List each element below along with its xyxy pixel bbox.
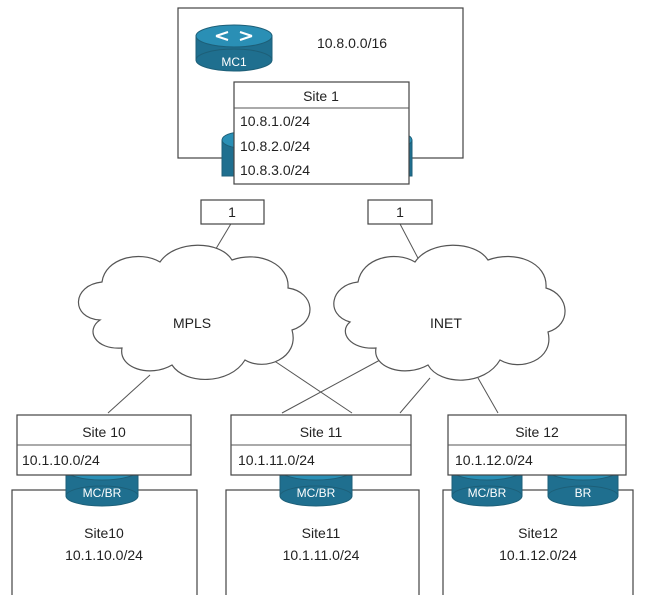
site-10-title: Site 10 (82, 424, 126, 440)
site-11-router-label: MC/BR (297, 486, 336, 500)
site-12-title: Site 12 (515, 424, 559, 440)
mc1-router-label: MC1 (221, 55, 247, 69)
site-12-region (442, 489, 634, 595)
mc1-router-icon: MC1 (195, 24, 273, 72)
site-12-prefix: 10.1.12.0/24 (499, 547, 577, 563)
site-12-router-label-2: BR (575, 486, 592, 500)
hub-prefix: 10.8.0.0/16 (317, 35, 387, 51)
hub-site-title: Site 1 (303, 88, 339, 104)
site-10-subnet: 10.1.10.0/24 (22, 452, 100, 468)
hub-site: MC1 10.8.0.0/16 Site 1 10.8.1.0/24 10.8.… (177, 7, 464, 185)
mpls-metric-box: 1 (200, 199, 265, 225)
branch-site-10: MC/BR Site 10 10.1.10.0/24 Site10 10.1.1… (11, 414, 198, 595)
site-11-region (225, 489, 420, 595)
inet-metric-value: 1 (396, 204, 404, 220)
branch-site-12: MC/BR BR Site 12 10.1.12.0/24 Site12 10.… (442, 414, 634, 595)
site-11-prefix: 10.1.11.0/24 (283, 547, 360, 563)
site-10-prefix: 10.1.10.0/24 (65, 547, 143, 563)
inet-cloud-label: INET (430, 315, 462, 331)
links (107, 221, 499, 414)
mpls-cloud-label: MPLS (173, 315, 211, 331)
site-12-name: Site12 (518, 525, 558, 541)
hub-site-table (233, 81, 410, 185)
site-10-region (11, 489, 198, 595)
link-inet-site11b (399, 377, 431, 414)
inet-cloud: INET (333, 244, 566, 381)
hub-subnet-1: 10.8.1.0/24 (240, 113, 310, 129)
site-10-router-label: MC/BR (83, 486, 122, 500)
site-11-name: Site11 (302, 525, 341, 541)
site-10-name: Site10 (84, 525, 124, 541)
link-mpls-site11 (269, 357, 353, 414)
site-12-router-label-1: MC/BR (468, 486, 507, 500)
link-mpls-site10 (107, 374, 151, 414)
link-hub-inet-metric (398, 221, 421, 263)
site-12-subnet: 10.1.12.0/24 (455, 452, 533, 468)
mpls-cloud: MPLS (77, 244, 311, 380)
hub-subnet-3: 10.8.3.0/24 (240, 162, 310, 178)
link-inet-site11 (281, 359, 381, 414)
site-11-subnet: 10.1.11.0/24 (238, 452, 315, 468)
inet-metric-box: 1 (367, 199, 433, 225)
mpls-metric-value: 1 (228, 204, 236, 220)
hub-subnet-2: 10.8.2.0/24 (240, 138, 310, 154)
branch-site-11: MC/BR Site 11 10.1.11.0/24 Site11 10.1.1… (225, 414, 420, 595)
site-11-title: Site 11 (300, 424, 343, 440)
link-inet-site12 (477, 377, 499, 414)
